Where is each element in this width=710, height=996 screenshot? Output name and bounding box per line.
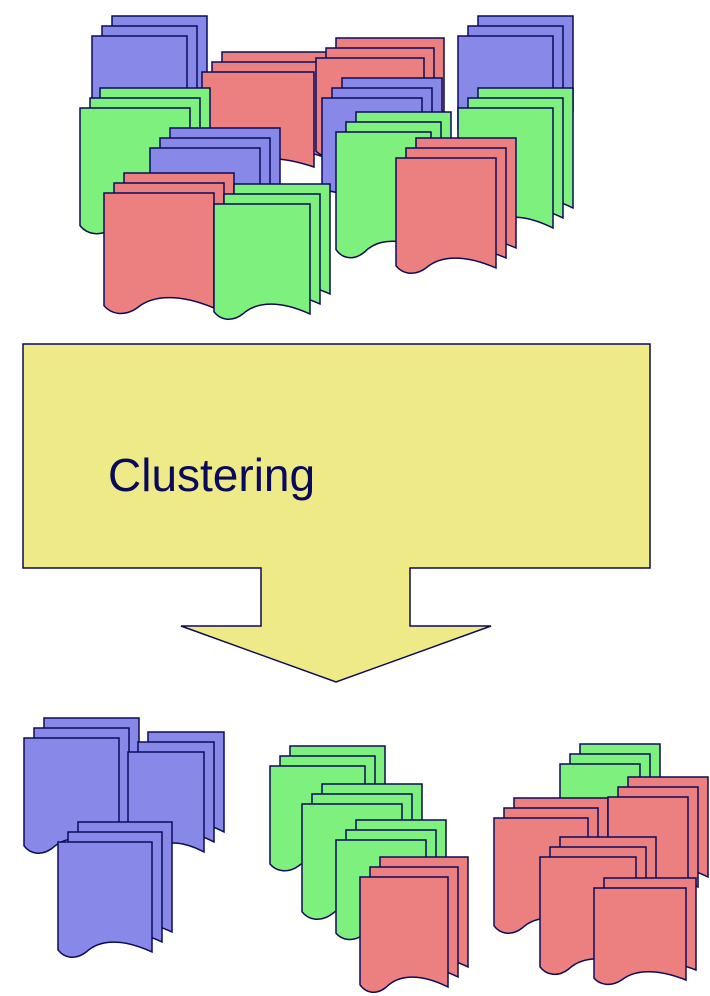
red-document-icon [395, 157, 497, 274]
clustering-label: Clustering [108, 449, 316, 501]
green-document-stack [213, 183, 331, 320]
red-document-stack [395, 137, 517, 274]
unclustered-document-pile [79, 15, 574, 320]
blue-cluster [23, 717, 225, 958]
blue-document-stack [127, 731, 225, 858]
red-document-icon [593, 887, 687, 986]
clustering-process-arrow [22, 343, 651, 683]
red-document-icon [103, 192, 215, 315]
red-document-stack [103, 172, 235, 315]
red-document-icon [359, 876, 449, 993]
blue-document-icon [57, 841, 153, 958]
blue-document-stack [57, 821, 173, 958]
red-document-stack [359, 856, 469, 993]
red-document-stack [593, 877, 697, 986]
red-cluster [493, 776, 709, 986]
green-document-icon [213, 203, 311, 320]
red-document-stack [201, 51, 335, 173]
